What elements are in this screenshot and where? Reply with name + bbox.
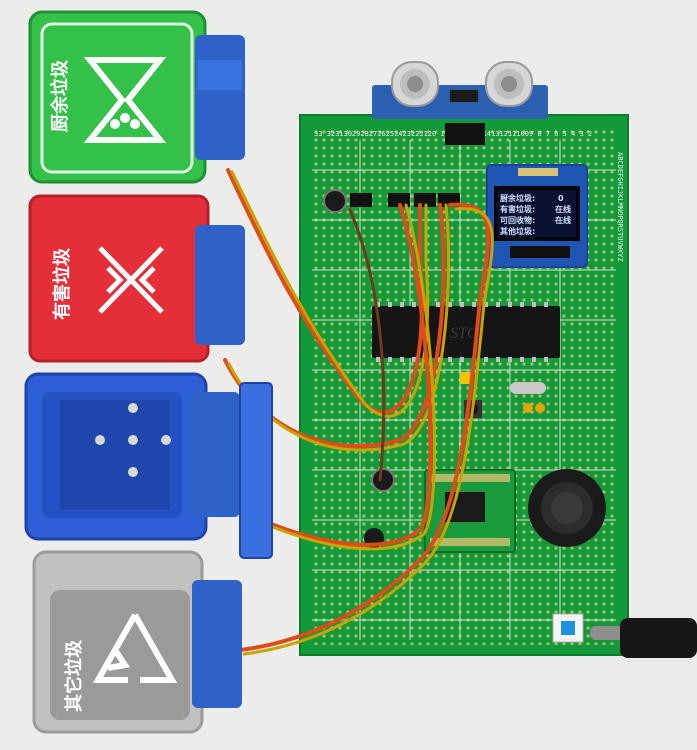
pin-header [445,123,485,145]
oled-right-1: 在线 [555,204,571,214]
servo-2 [195,225,245,345]
oled-row-4: 其他垃圾: [500,226,535,236]
speaker [528,469,606,547]
oled-right-2: 在线 [555,215,571,225]
chip-mark: STC [450,325,478,342]
mcu-chip: STC [372,302,560,362]
oled-row-1: 厨余垃圾: [500,193,535,203]
bin-2-label: 有害垃圾 [51,247,73,320]
servo-headers [350,193,460,207]
ceramic-cap-1 [523,403,533,413]
voice-module [424,469,516,553]
ultrasonic-sensor [372,61,548,119]
bin-kitchen-waste: 厨余垃圾 [28,10,245,184]
bin-other-waste: 其它垃圾 [32,550,242,734]
ceramic-cap-2 [535,403,545,413]
bin-1-label: 厨余垃圾 [49,59,71,132]
capacitor-middle [371,468,395,492]
potentiometer [460,372,472,384]
bin-recyclable-waste [24,372,273,559]
capacitor-top [323,189,347,213]
bin-3-lid [239,382,273,559]
x-arrows-icon [98,246,164,314]
power-cable [590,618,697,658]
servo-3 [190,392,240,517]
oled-row-2: 有害垃圾: [500,204,535,214]
bin-hazardous-waste: 有害垃圾 [28,194,245,363]
oled-row-3: 可回收物: [500,215,535,225]
bin-4-label: 其它垃圾 [63,639,85,712]
hourglass-icon [83,57,167,143]
oled-value-1: 0 [558,194,564,203]
oled-module: 厨余垃圾: 有害垃圾: 可回收物: 其他垃圾: 0 在线 在线 [486,164,588,268]
pin-letters-right: ABCDEFGHIJKLMNOPQRSTUVWXYZ [616,152,624,262]
recycle-triangle-icon [92,613,178,683]
servo-4 [192,580,242,708]
servo-1 [195,35,245,160]
crystal [510,382,546,394]
